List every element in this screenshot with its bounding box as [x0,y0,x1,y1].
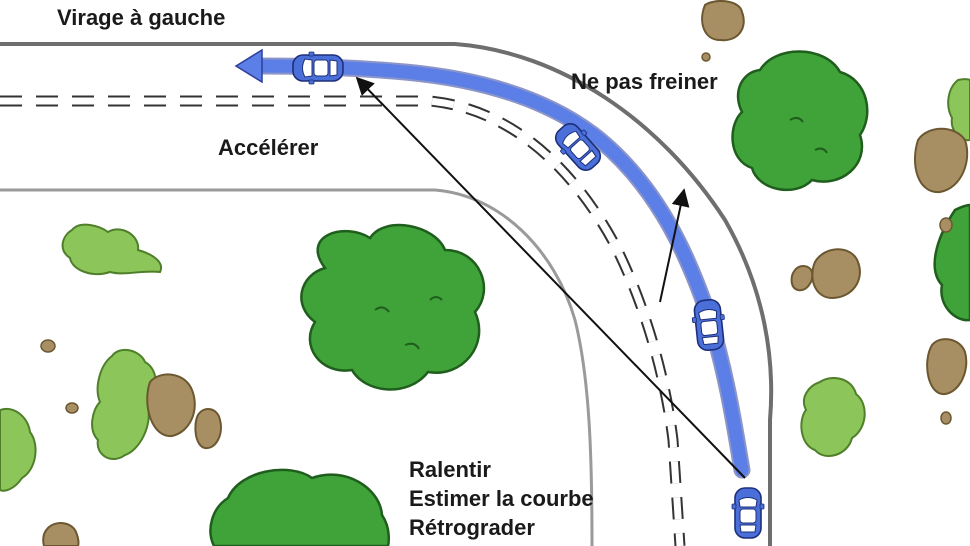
bush-icon [61,223,163,276]
bush-icon [0,407,37,492]
rock-icon [40,339,56,353]
car-icon [731,487,765,539]
step-slow-down: Ralentir [409,457,491,482]
bush-icon [91,348,157,460]
rock-icon [940,411,952,425]
approach-steps: Ralentir Estimer la courbe Rétrograder [409,455,594,542]
label-accelerate: Accélérer [218,135,319,160]
label-no-brake: Ne pas freiner [571,69,718,94]
rock-icon [926,338,968,395]
tree-icon [933,203,970,322]
no-brake-arrow [659,188,690,303]
rock-icon [701,52,711,62]
diagram-title: Virage à gauche [57,5,226,30]
road-inner-edge [0,188,594,546]
step-estimate-curve: Estimer la courbe [409,486,594,511]
rock-icon [939,217,953,233]
tree-icon [731,50,869,192]
road-outer-edge [0,42,774,546]
rock-icon [914,127,969,194]
bush-icon [800,377,866,457]
car-icon [292,51,344,85]
rock-icon [194,408,222,450]
rock-icon [146,373,196,438]
sight-line-arrow [355,76,746,479]
rock-icon [811,248,861,300]
step-downshift: Rétrograder [409,515,535,540]
rock-icon [42,522,80,546]
rock-icon [790,265,814,292]
rock-icon [65,402,79,414]
path-arrow-head [234,48,263,84]
tree-icon [209,468,390,546]
rock-icon [701,0,745,42]
driving-path-fill [255,59,749,477]
car-icon [689,297,729,353]
tree-icon [300,223,486,391]
